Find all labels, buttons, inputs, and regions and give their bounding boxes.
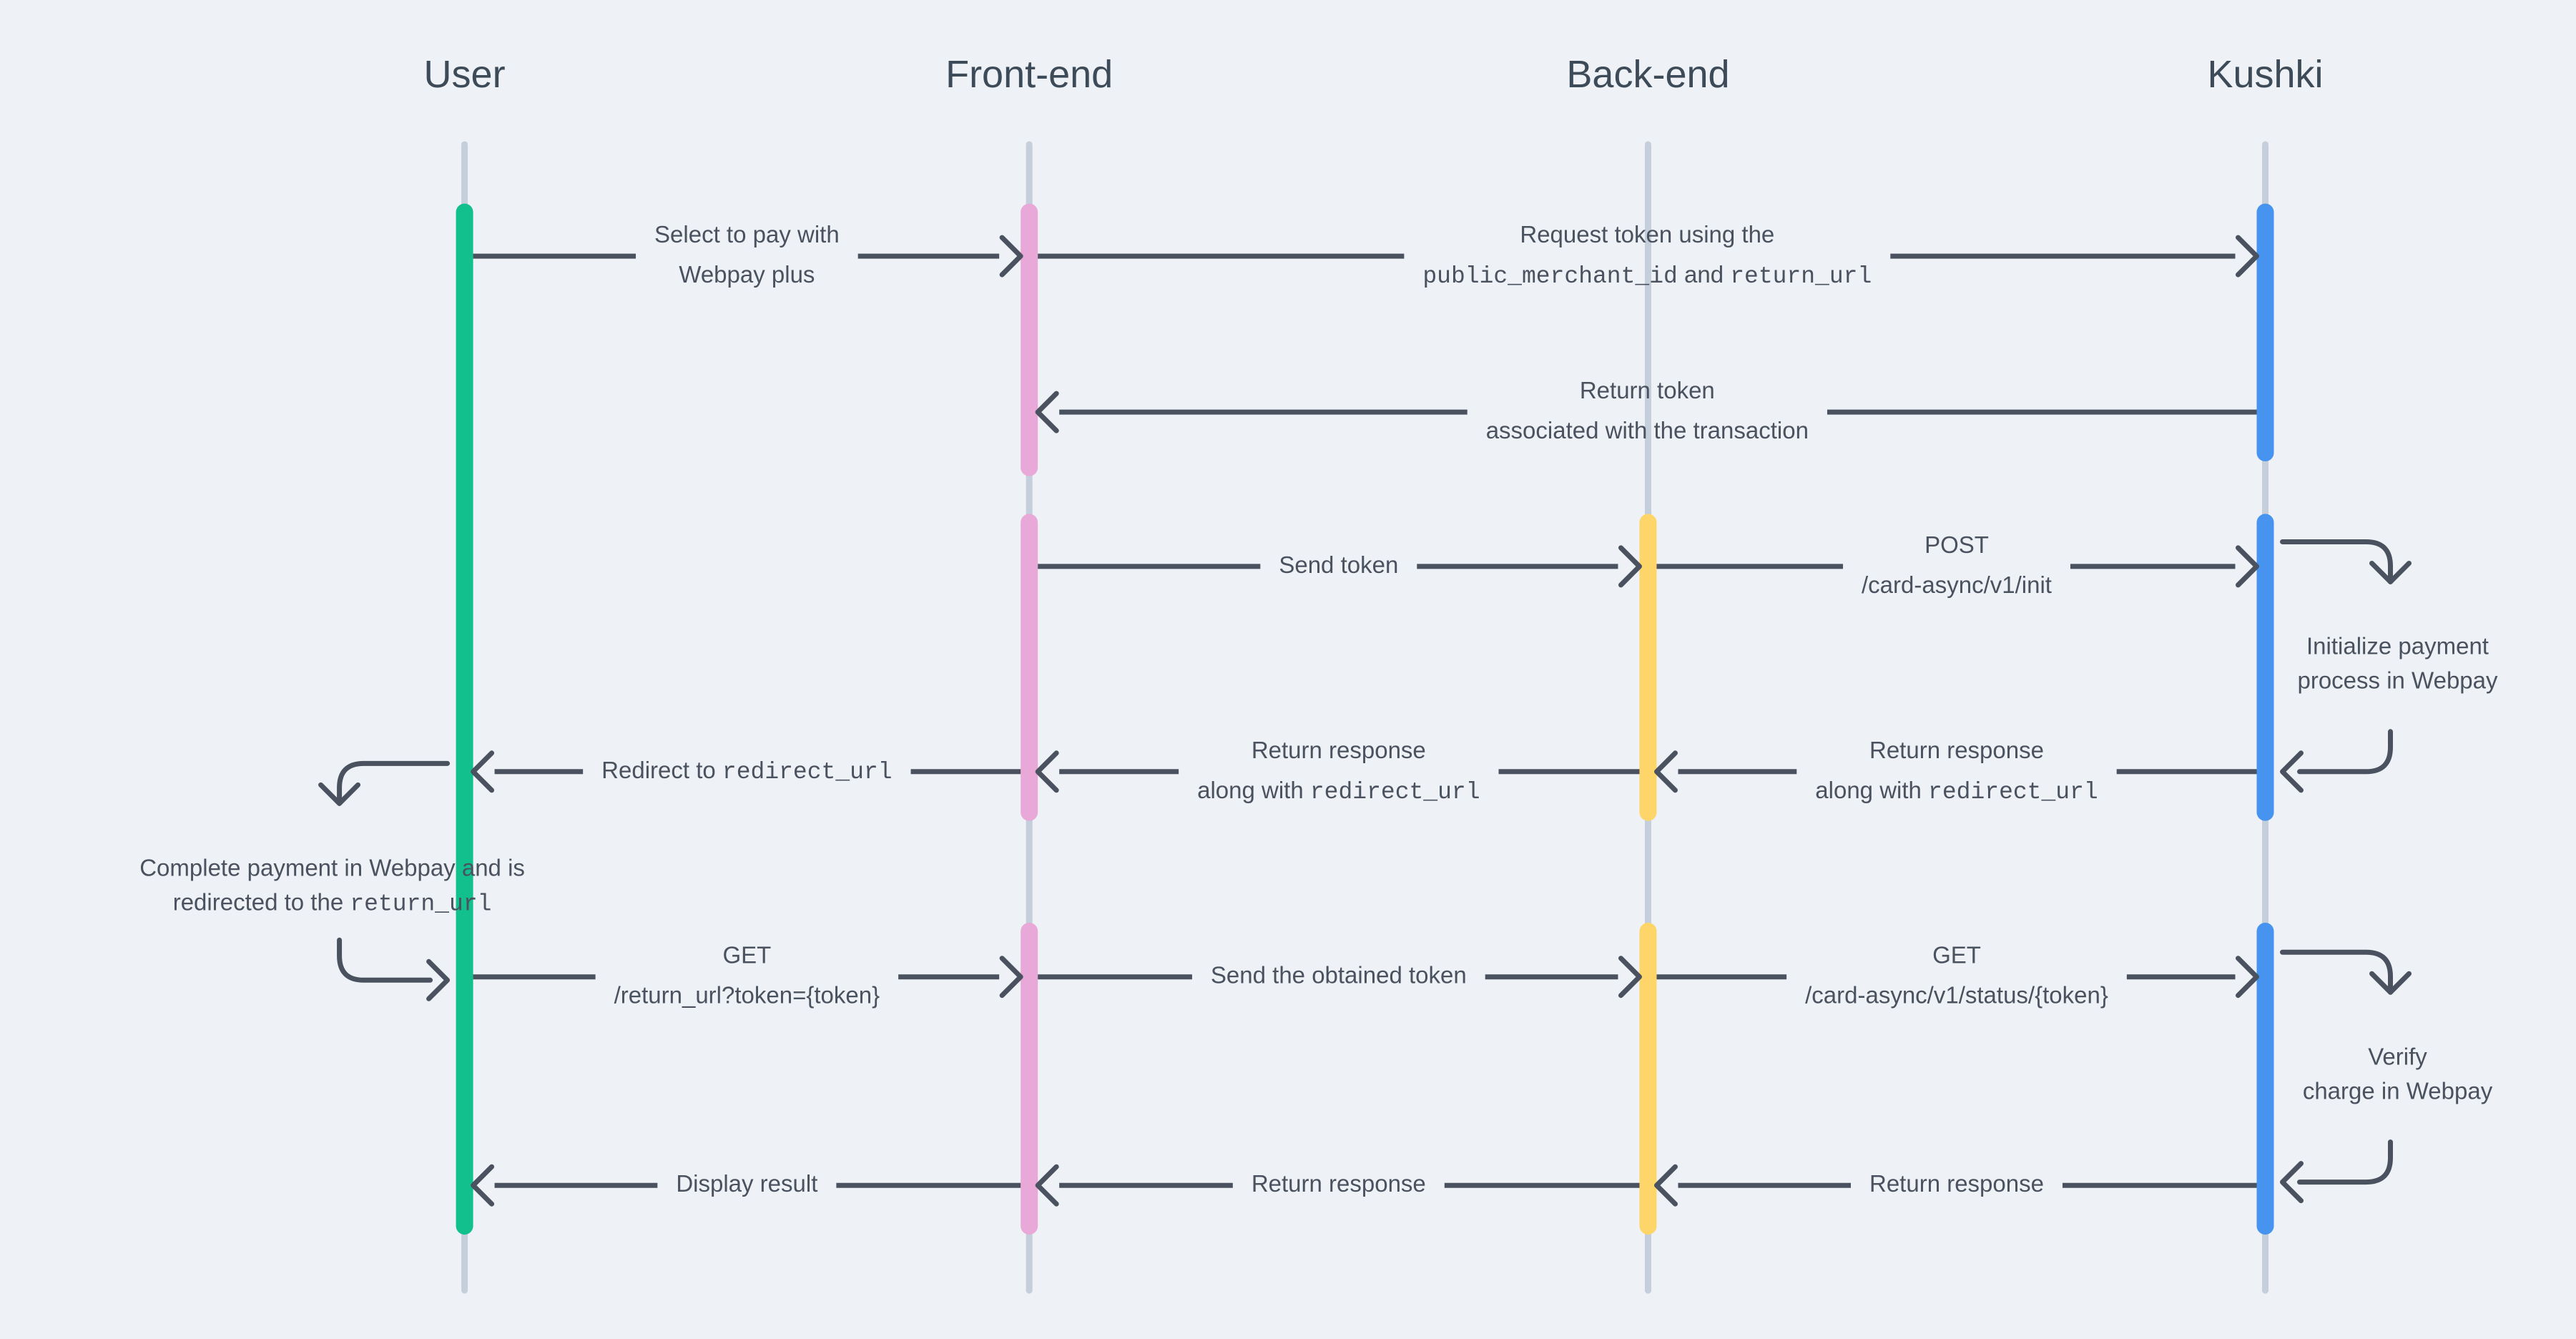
self-loop-path — [2280, 539, 2394, 775]
arrow-head-right — [426, 958, 451, 1001]
self-loop-label: Complete payment in Webpay and is — [139, 854, 525, 881]
self-loop-label: Initialize payment — [2306, 632, 2489, 659]
arrow-head-left — [1035, 750, 1059, 793]
arrow-head-right — [1618, 956, 1642, 999]
message-label: Select to pay with — [654, 221, 840, 247]
arrow-head-left — [1035, 391, 1059, 433]
message-label: /card-async/v1/init — [1862, 572, 2052, 598]
arrow-head-down — [2369, 560, 2412, 584]
message-m12: Return response — [1653, 1164, 2257, 1207]
message-label: along with redirect_url — [1197, 777, 1480, 805]
self-loop-label: process in Webpay — [2297, 667, 2498, 693]
message-m9: GET/return_url?token={token} — [473, 941, 1023, 1008]
arrow-head-right — [2236, 545, 2260, 588]
message-label: Send token — [1279, 551, 1398, 578]
self-loop-label: charge in Webpay — [2303, 1077, 2493, 1104]
self-loops-layer: Initialize payment process in WebpayCompl… — [139, 539, 2498, 1204]
message-label: GET — [722, 941, 771, 968]
arrow-head-left — [471, 1164, 495, 1207]
arrow-head-right — [999, 956, 1023, 999]
message-m10: Send the obtained token — [1038, 956, 1642, 999]
message-label: POST — [1924, 531, 1989, 558]
message-label: along with redirect_url — [1815, 777, 2098, 805]
arrow-head-left — [2280, 1161, 2304, 1204]
self-loop-label: Verify — [2368, 1043, 2427, 1069]
message-label: Return response — [1252, 1170, 1426, 1197]
message-m13: Return response — [1035, 1164, 1640, 1207]
activation-bar-backend-1 — [1639, 514, 1657, 821]
message-m5: POST/card-async/v1/init — [1656, 531, 2260, 598]
actor-headers-layer: User Front-end Back-end Kushki — [424, 53, 2324, 96]
arrow-head-left — [1653, 1164, 1678, 1207]
message-label: Webpay plus — [679, 261, 815, 288]
activation-bar-frontend-1 — [1021, 203, 1038, 476]
message-label: associated with the transaction — [1486, 417, 1809, 443]
message-label: public_merchant_id and return_url — [1422, 261, 1872, 290]
message-label: /return_url?token={token} — [614, 981, 880, 1008]
activation-bar-kushki-2 — [2256, 514, 2274, 821]
actor-header-kushki: Kushki — [2207, 53, 2323, 96]
message-m14: Display result — [471, 1164, 1021, 1207]
activation-bar-backend-2 — [1639, 922, 1657, 1235]
message-label: Send the obtained token — [1211, 961, 1467, 988]
activation-bar-kushki-1 — [2256, 203, 2274, 461]
message-m11: GET/card-async/v1/status/{token} — [1656, 941, 2260, 1008]
message-label: Display result — [676, 1170, 817, 1197]
message-label: /card-async/v1/status/{token} — [1805, 981, 2108, 1008]
activation-bar-kushki-3 — [2256, 922, 2274, 1235]
message-label: Return response — [1869, 1170, 2044, 1197]
message-m8: Redirect to redirect_url — [471, 750, 1021, 793]
arrow-head-down — [2369, 971, 2412, 995]
actor-header-backend: Back-end — [1566, 53, 1729, 96]
self-loop-path — [2280, 949, 2394, 1185]
arrow-head-right — [2236, 956, 2260, 999]
arrow-head-right — [999, 235, 1023, 278]
activation-bar-user-1 — [456, 203, 473, 1235]
self-loop-loop-kushki-init: Initialize payment process in Webpay — [2280, 539, 2498, 793]
self-loop-loop-user-complete: Complete payment in Webpay and is redirec… — [139, 760, 525, 1001]
arrow-head-left — [471, 750, 495, 793]
self-loop-loop-kushki-verify: Verify charge in Webpay — [2280, 949, 2493, 1204]
arrow-head-left — [1035, 1164, 1059, 1207]
self-loop-path — [337, 760, 451, 983]
arrow-head-right — [2236, 235, 2260, 278]
arrow-head-left — [2280, 750, 2304, 793]
message-label: Return response — [1252, 737, 1426, 763]
message-label: Request token using the — [1520, 221, 1774, 247]
actor-header-user: User — [424, 53, 506, 96]
actor-header-frontend: Front-end — [945, 53, 1113, 96]
message-m3: Return token associated with the transact… — [1035, 377, 2257, 443]
message-label: GET — [1932, 941, 1981, 968]
arrow-head-down — [318, 782, 361, 806]
arrow-head-left — [1653, 750, 1678, 793]
self-loop-label: redirected to the return_url — [173, 888, 492, 917]
message-label: Return token — [1580, 377, 1715, 403]
activation-bar-frontend-2 — [1021, 514, 1038, 821]
message-m4: Send token — [1038, 545, 1642, 588]
activation-bar-frontend-3 — [1021, 922, 1038, 1235]
message-m6: Return response along with redirect_url — [1653, 737, 2257, 805]
activation-bars-layer — [456, 203, 2274, 1235]
message-m2: Request token using the public_merchant_i… — [1038, 221, 2260, 290]
arrow-head-right — [1618, 545, 1642, 588]
message-label: Redirect to redirect_url — [601, 757, 892, 785]
message-m7: Return response along with redirect_url — [1035, 737, 1640, 805]
message-label: Return response — [1869, 737, 2044, 763]
